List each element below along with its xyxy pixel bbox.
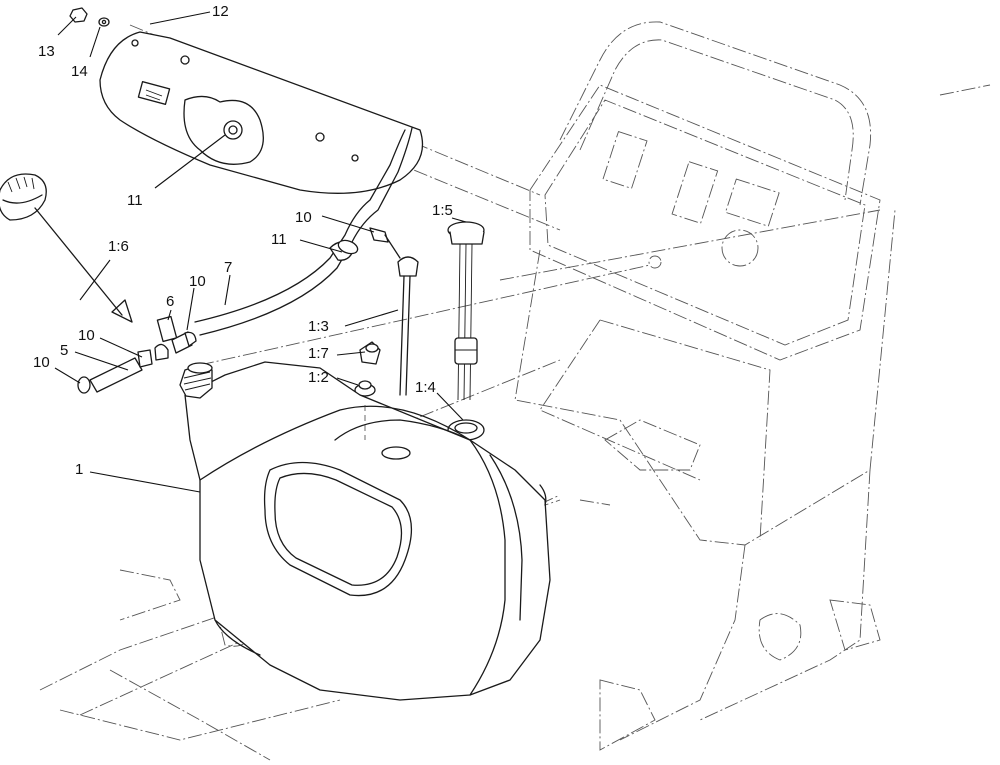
leader-lines [54,11,467,493]
callout-1-3: 1:3 [308,318,329,335]
callout-1-5: 1:5 [432,202,453,219]
callout-1-7: 1:7 [308,345,329,362]
callout-7: 7 [224,259,232,276]
callout-10: 10 [189,273,206,290]
callout-14: 14 [71,63,88,80]
fuel-cap [0,173,133,323]
callout-5: 5 [60,342,68,359]
callout-10: 10 [295,209,312,226]
callout-11: 11 [271,231,287,248]
callout-1-4: 1:4 [415,379,436,396]
pickup-tube [384,234,419,396]
callout-11: 11 [127,192,143,209]
elbow-fitting [359,341,381,365]
callout-13: 13 [38,43,55,60]
fuel-hose [194,127,413,336]
callout-10: 10 [33,354,50,371]
cover-plate [99,31,424,194]
fuel-sender [447,221,485,401]
callout-10: 10 [78,327,95,344]
callout-6: 6 [166,293,174,310]
callout-1-2: 1:2 [308,369,329,386]
callout-1: 1 [75,461,83,478]
fuel-tank [179,361,551,701]
grommet [354,380,376,397]
callout-labels: 13 14 12 11 1:6 10 11 1:5 7 10 6 1:3 10 … [33,3,453,478]
callout-12: 12 [212,3,229,20]
callout-1-6: 1:6 [108,238,129,255]
fitting-hose-left [77,315,197,394]
